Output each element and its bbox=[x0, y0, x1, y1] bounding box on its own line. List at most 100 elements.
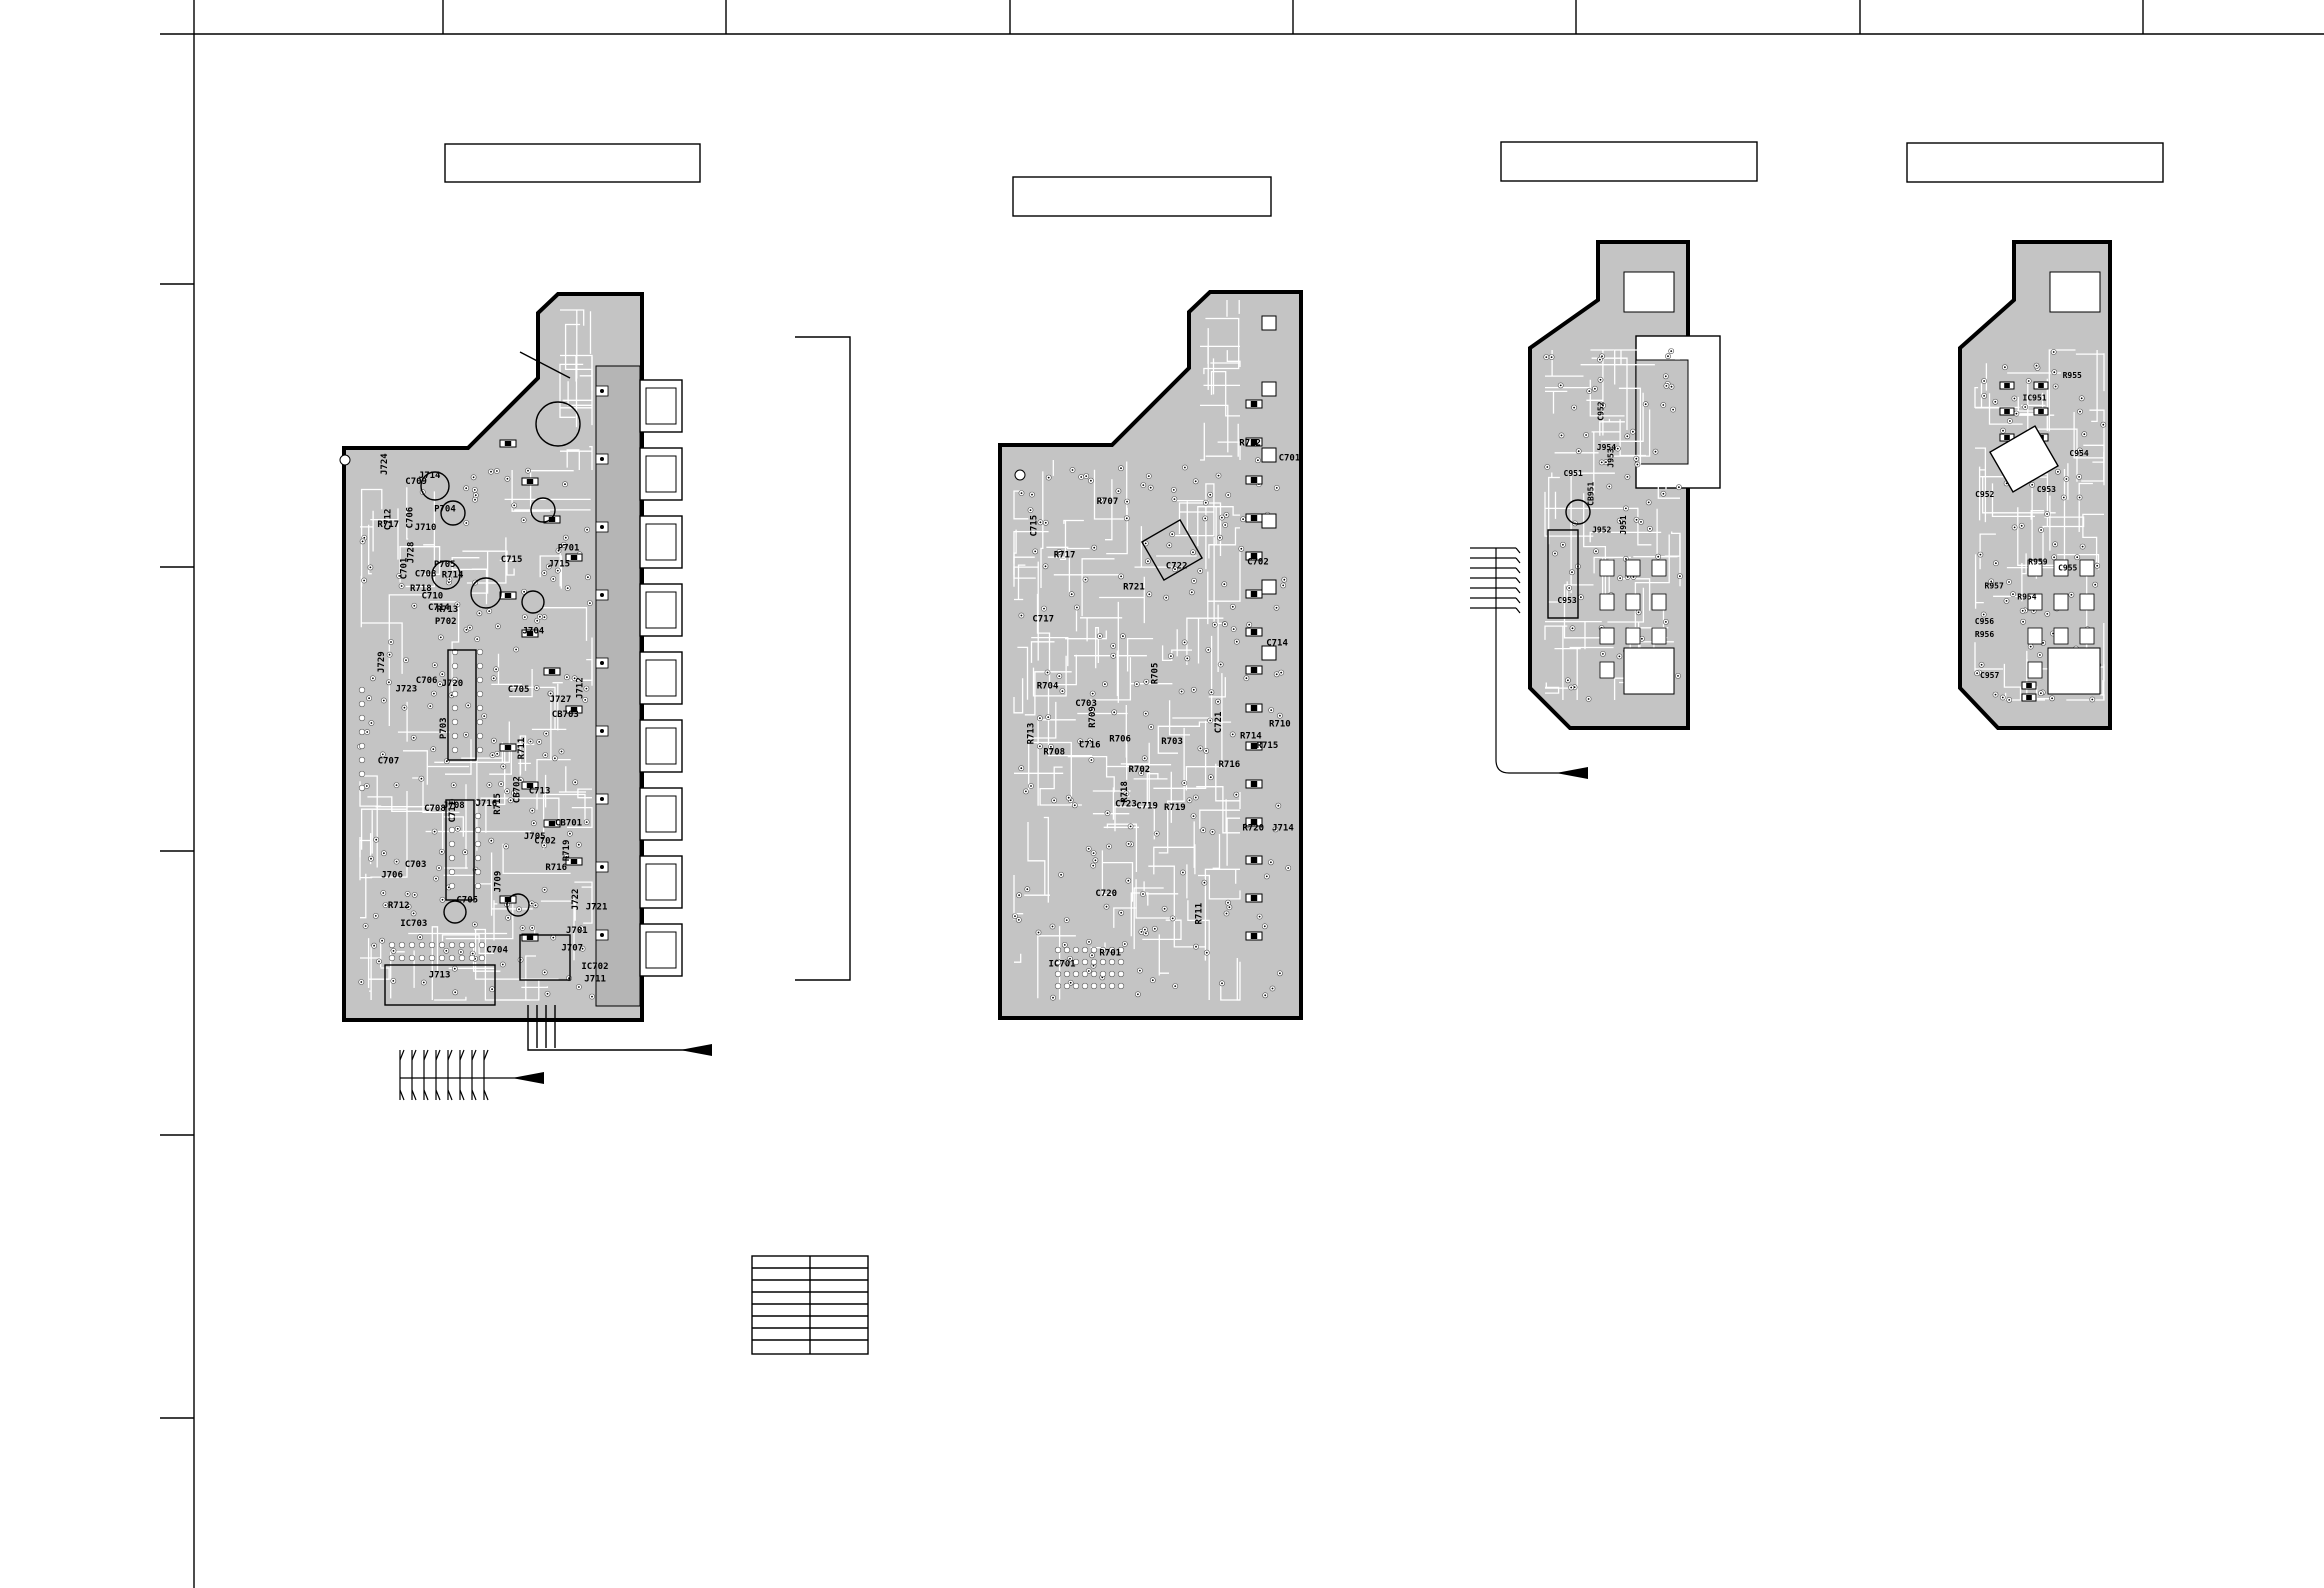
title-boxes bbox=[444, 141, 2164, 217]
labels-input-bottom: R711C703R712R710C702R709R708R707C701R706… bbox=[1027, 438, 1301, 969]
arrow-harness bbox=[512, 1072, 544, 1084]
component-label: R703 bbox=[1161, 737, 1183, 747]
component-label: R716 bbox=[545, 863, 567, 873]
component-label: R708 bbox=[1043, 747, 1065, 757]
component-label: J953 bbox=[1607, 448, 1616, 467]
component-label: R714 bbox=[1240, 732, 1262, 742]
pads-input-bottom bbox=[1012, 315, 1292, 1001]
component-label: C706 bbox=[416, 676, 438, 686]
component-label: J714 bbox=[419, 471, 441, 481]
component-label: J729 bbox=[377, 651, 387, 673]
board-output-bottom: R957R955R956R954C952C956C955C953C954IC95… bbox=[1958, 240, 2112, 730]
arrow-output bbox=[1556, 767, 1588, 779]
title-box-input-top bbox=[444, 143, 701, 183]
component-label: R715 bbox=[1257, 741, 1279, 751]
component-label: R719 bbox=[1164, 803, 1186, 813]
component-label: R719 bbox=[562, 840, 572, 862]
board-input-top: J722J701J720J723J724J721J707J708J709J710… bbox=[339, 292, 851, 1101]
component-label: C717 bbox=[1032, 615, 1054, 625]
component-label: C703 bbox=[405, 860, 427, 870]
component-label: IC701 bbox=[1049, 959, 1076, 969]
component-label: C705 bbox=[508, 685, 530, 695]
component-label: R716 bbox=[1219, 760, 1241, 770]
component-label: IC951 bbox=[2023, 393, 2047, 402]
board-input-top-outline bbox=[342, 292, 644, 1022]
component-label: R959 bbox=[2028, 558, 2047, 567]
component-label: P703 bbox=[439, 717, 449, 739]
component-label: C713 bbox=[529, 787, 551, 797]
component-label: J704 bbox=[523, 627, 545, 637]
component-label: CB951 bbox=[1587, 482, 1596, 506]
component-label: R954 bbox=[2017, 592, 2036, 601]
component-label: C703 bbox=[1075, 699, 1097, 709]
component-label: C701 bbox=[1279, 453, 1301, 463]
ic703-body bbox=[447, 649, 477, 761]
component-label: R706 bbox=[1109, 734, 1131, 744]
capacitors-input-top bbox=[420, 401, 581, 924]
component-label: R707 bbox=[1097, 497, 1119, 507]
component-label: J715 bbox=[548, 560, 570, 570]
connector-cb701 bbox=[384, 964, 496, 1006]
component-label: C719 bbox=[1136, 802, 1158, 812]
component-label: C715 bbox=[501, 555, 523, 565]
component-label: C707 bbox=[378, 756, 400, 766]
component-label: R712 bbox=[388, 901, 410, 911]
component-label: R713 bbox=[1027, 723, 1037, 745]
ic951-body bbox=[1989, 425, 2059, 493]
component-label: C955 bbox=[2058, 564, 2077, 573]
component-label: R720 bbox=[1242, 824, 1264, 834]
component-label: R704 bbox=[1037, 682, 1059, 692]
component-label: C721 bbox=[1214, 712, 1224, 734]
component-label: J701 bbox=[566, 926, 588, 936]
component-label: C956 bbox=[1975, 617, 1994, 626]
component-label: J952 bbox=[1592, 525, 1611, 534]
component-label: R956 bbox=[1975, 630, 1994, 639]
component-label: C706 bbox=[405, 507, 415, 529]
component-label: R721 bbox=[1123, 583, 1145, 593]
component-label: J710 bbox=[415, 523, 437, 533]
component-label: C952 bbox=[1596, 401, 1605, 420]
rca-jacks-input bbox=[595, 379, 683, 977]
component-label: C953 bbox=[1557, 596, 1576, 605]
component-label: C712 bbox=[384, 509, 394, 531]
component-label: C722 bbox=[1166, 562, 1188, 572]
component-label: R717 bbox=[377, 520, 399, 530]
component-label: IC702 bbox=[581, 962, 608, 972]
title-box-output-top bbox=[1500, 141, 1758, 182]
component-label: R710 bbox=[1269, 720, 1291, 730]
component-label: CB702 bbox=[512, 776, 522, 803]
ic701-body bbox=[1140, 518, 1204, 582]
component-label: J711 bbox=[584, 974, 606, 984]
pads-output-top bbox=[1543, 271, 1683, 702]
component-label: J722 bbox=[571, 889, 581, 911]
component-label: J724 bbox=[380, 453, 390, 475]
bracket-input-top bbox=[795, 336, 851, 981]
board-input-bottom-outline bbox=[998, 290, 1303, 1020]
component-label: J728 bbox=[407, 542, 417, 564]
legend-table bbox=[751, 1255, 869, 1355]
component-label: J951 bbox=[1619, 515, 1628, 534]
labels-input-top: J722J701J720J723J724J721J707J708J709J710… bbox=[377, 453, 609, 985]
component-label: C954 bbox=[2069, 449, 2088, 458]
component-label: R709 bbox=[1088, 706, 1098, 728]
component-label: P704 bbox=[434, 504, 456, 514]
component-label: R712 bbox=[1239, 438, 1261, 448]
component-label: R714 bbox=[442, 571, 464, 581]
component-label: J716 bbox=[476, 799, 498, 809]
component-label: C708 bbox=[424, 804, 446, 814]
ic702-body bbox=[445, 799, 475, 901]
component-label: C716 bbox=[1079, 740, 1101, 750]
component-label: J723 bbox=[396, 684, 418, 694]
arrow-cb702 bbox=[680, 1044, 712, 1056]
component-label: C702 bbox=[534, 837, 556, 847]
component-label: P701 bbox=[558, 544, 580, 554]
pads-input-top bbox=[357, 439, 595, 1000]
component-label: R701 bbox=[1099, 949, 1121, 959]
component-label: J706 bbox=[381, 870, 403, 880]
component-label: J720 bbox=[442, 679, 464, 689]
component-label: C953 bbox=[2037, 485, 2056, 494]
component-label: J727 bbox=[550, 695, 572, 705]
